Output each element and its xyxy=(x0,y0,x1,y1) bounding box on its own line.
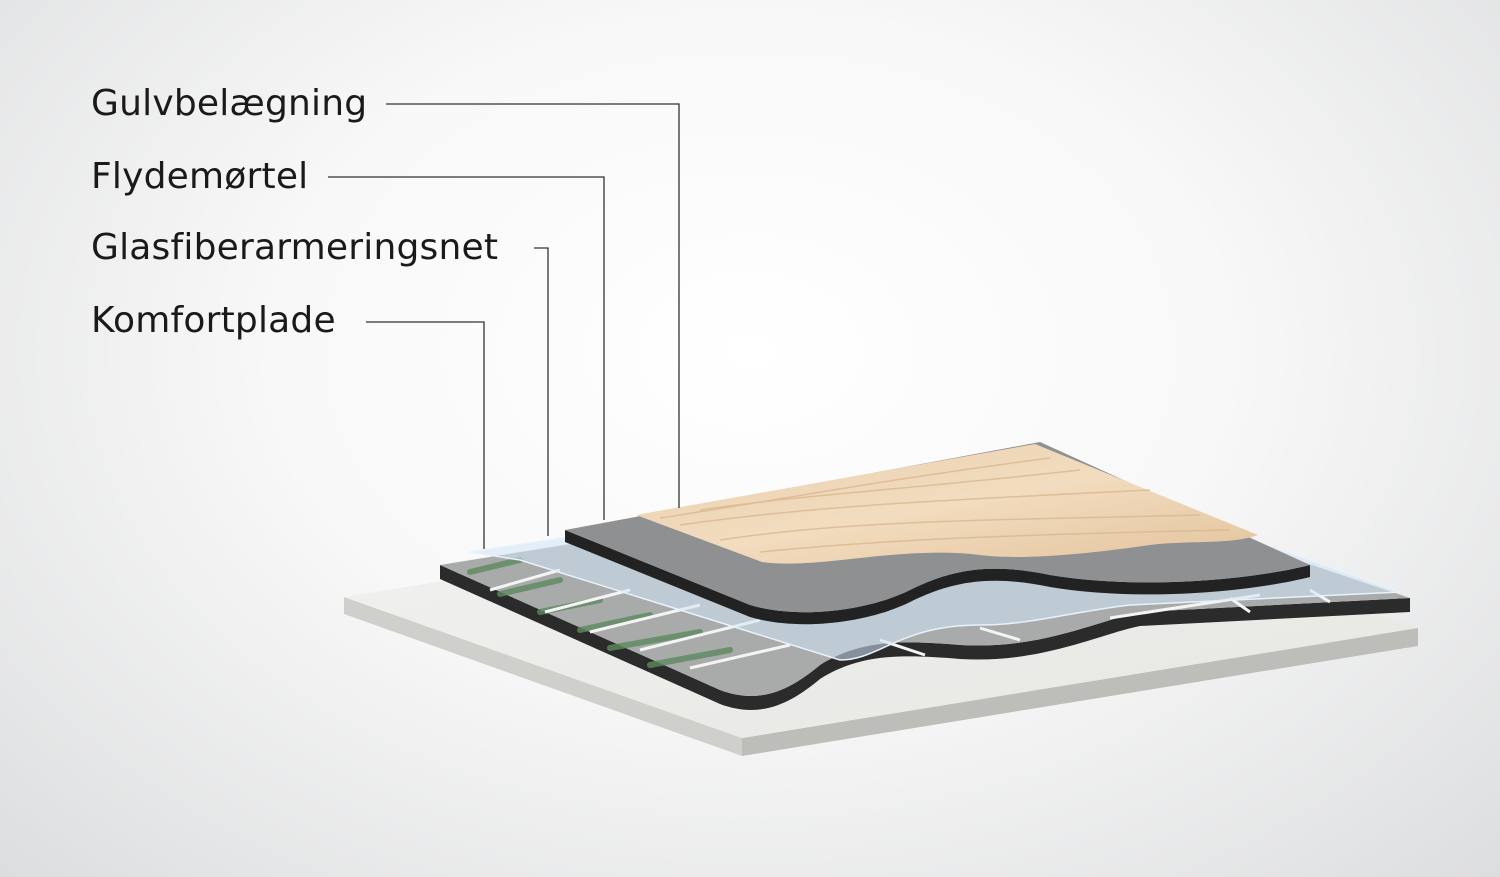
label-floor-covering: Gulvbelægning xyxy=(91,83,368,124)
heating-cable-icon xyxy=(467,557,733,668)
wood-floor-layer xyxy=(636,444,1258,564)
label-comfort-board: Komfortplade xyxy=(91,300,336,341)
label-fiberglass-mesh: Glasfiberarmeringsnet xyxy=(91,227,499,268)
leader-lines xyxy=(328,103,680,549)
label-self-leveling-mortar: Flydemørtel xyxy=(91,156,309,197)
